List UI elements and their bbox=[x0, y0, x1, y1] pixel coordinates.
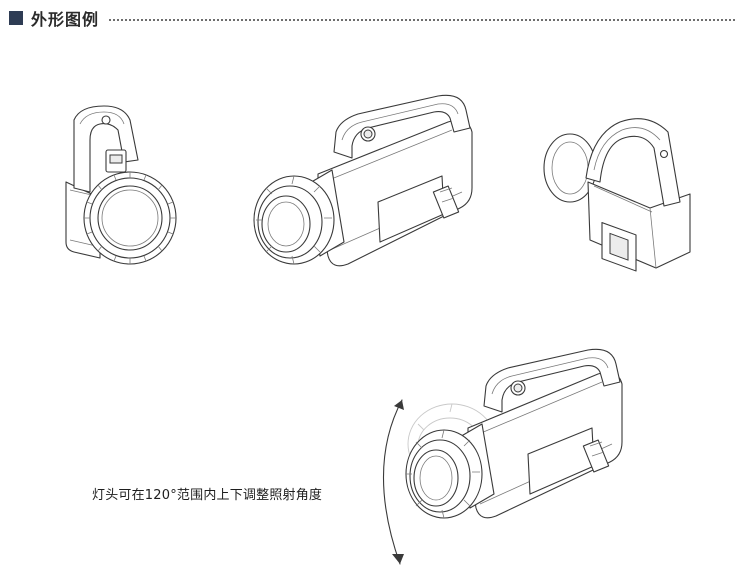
section-marker-square bbox=[9, 11, 23, 25]
section-title: 外形图例 bbox=[31, 10, 100, 29]
adjustment-caption: 灯头可在120°范围内上下调整照射角度 bbox=[92, 488, 323, 503]
searchlight-side-icon bbox=[248, 92, 480, 274]
searchlight-front-icon bbox=[60, 100, 190, 270]
searchlight-rear-icon bbox=[540, 112, 700, 276]
section-header: 外形图例 bbox=[9, 6, 735, 30]
searchlight-adjustable-head-icon bbox=[372, 348, 640, 568]
dotted-divider bbox=[109, 19, 735, 21]
